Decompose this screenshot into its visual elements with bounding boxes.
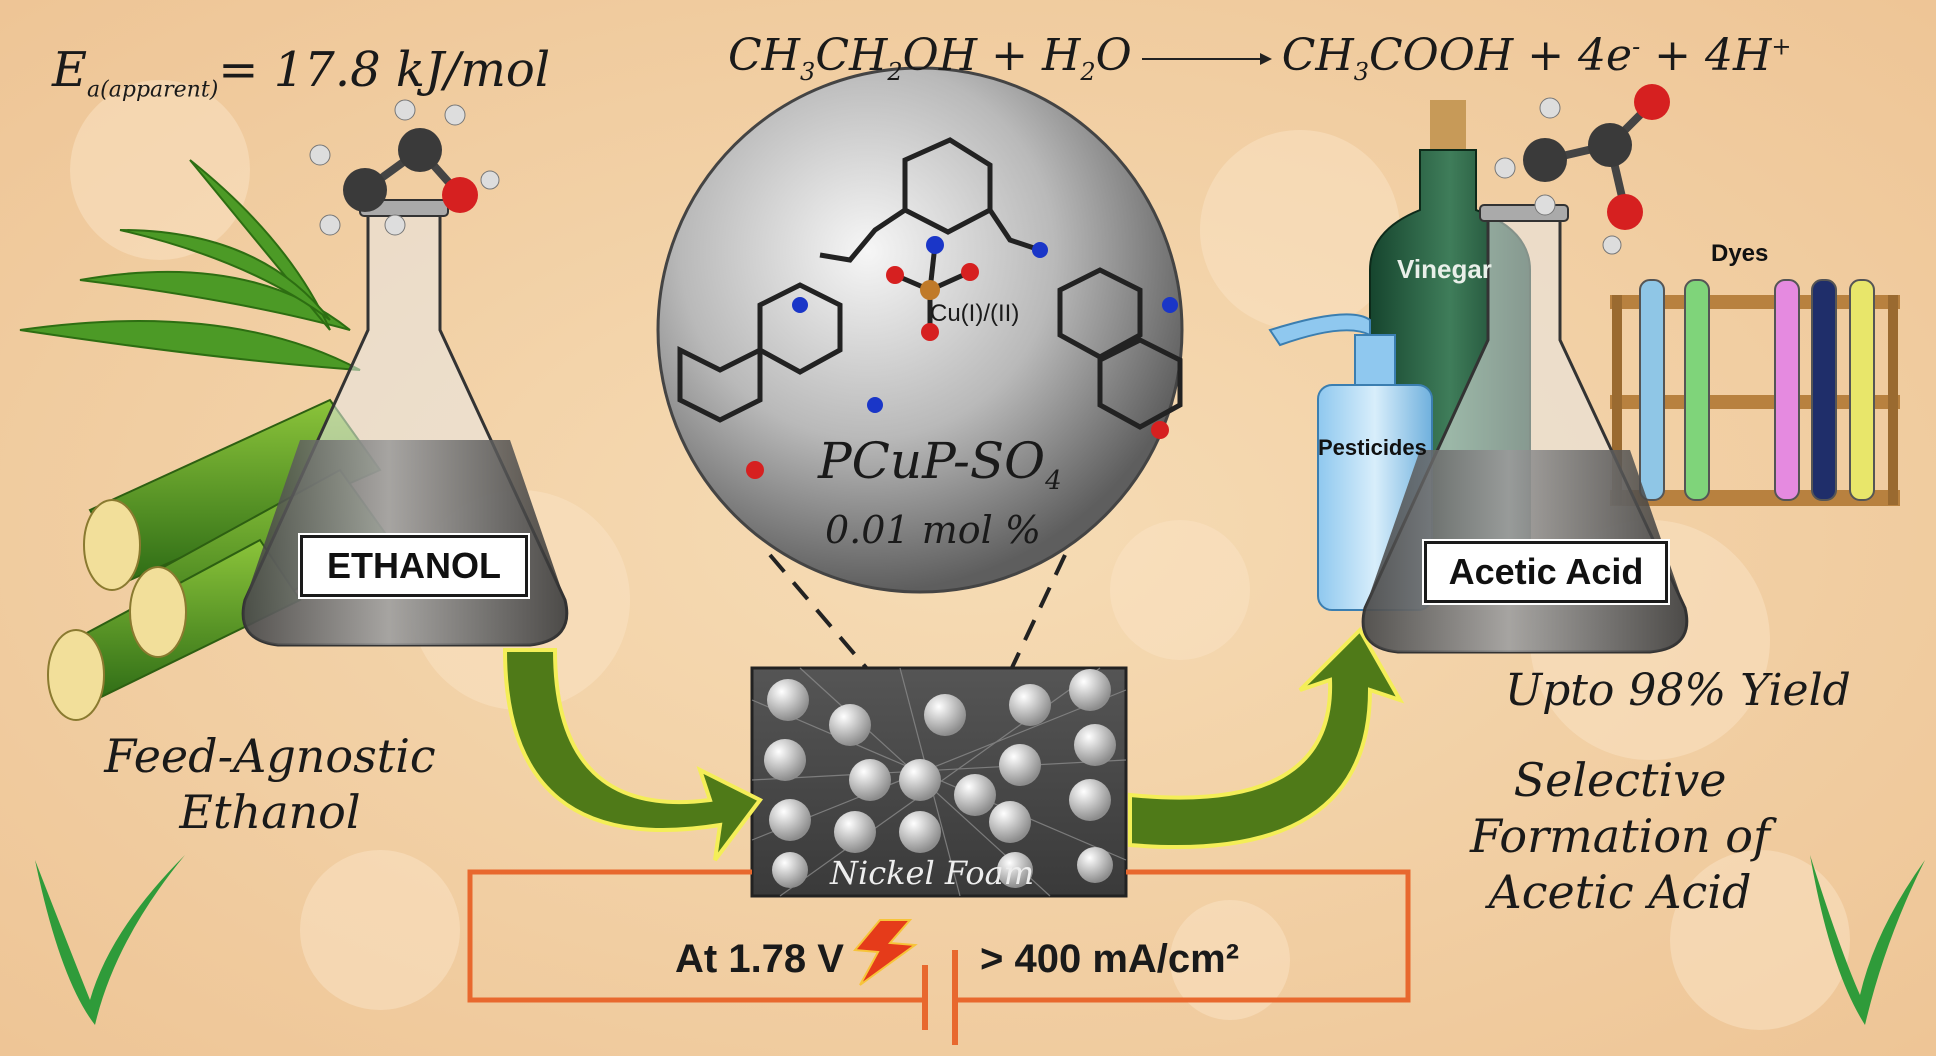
eq-sup: - — [1632, 32, 1641, 61]
circuit-wire — [467, 869, 1411, 1003]
selective-line1: Selective — [1513, 753, 1727, 807]
yield-label: Upto 98% Yield — [1505, 665, 1851, 716]
feed-caption-line1: Feed-Agnostic — [104, 729, 436, 783]
eq-part: CH — [1281, 30, 1354, 81]
activation-energy-value: = 17.8 kJ/mol — [218, 42, 551, 98]
eq-plus: + — [977, 30, 1042, 81]
activation-energy: Ea(apparent)= 17.8 kJ/mol — [52, 42, 550, 103]
eq-part: + 4e — [1513, 30, 1633, 81]
dye-rack — [1610, 279, 1900, 506]
eq-sub: 2 — [1080, 57, 1096, 86]
feed-caption-line2: Ethanol — [179, 785, 361, 839]
catalyst-sphere — [656, 66, 1184, 594]
eq-part: + 4H — [1640, 30, 1772, 81]
catalyst-atoms — [746, 236, 1178, 479]
eq-sub: 3 — [800, 57, 816, 86]
eq-part: CH — [815, 30, 888, 81]
eq-sup: + — [1771, 32, 1792, 61]
reaction-arrow — [1141, 52, 1272, 65]
right-check-leaf — [1810, 855, 1925, 1025]
vinegar-label: Vinegar — [1397, 254, 1492, 284]
metal-center-label: Cu(I)/(II) — [930, 300, 1020, 327]
eq-part: H — [1041, 30, 1081, 81]
dyes-label: Dyes — [1711, 240, 1769, 267]
voltage-label: At 1.78 V — [675, 937, 844, 981]
selective-line3: Acetic Acid — [1488, 865, 1752, 919]
left-check-leaf — [35, 855, 185, 1025]
eq-sub: 2 — [887, 57, 903, 86]
lightning-icon — [853, 919, 918, 986]
foam-pores — [764, 669, 1116, 888]
ethanol-molecule — [309, 99, 500, 236]
catalyst-name-sub: 4 — [1045, 466, 1062, 496]
acetic-acid-molecule — [1494, 84, 1670, 255]
selective-line2: Formation of — [1470, 809, 1770, 863]
eq-part: O — [1095, 30, 1132, 81]
acetic-acid-label: Acetic Acid — [1424, 541, 1668, 603]
current-density-label: > 400 mA/cm² — [980, 937, 1240, 981]
eq-part: CH — [728, 30, 801, 81]
nickel-foam-label: Nickel Foam — [830, 854, 1035, 892]
eq-sub: 3 — [1353, 57, 1370, 86]
eq-part: COOH — [1369, 30, 1514, 81]
activation-energy-subscript: a(apparent) — [87, 77, 219, 103]
activation-energy-symbol: E — [52, 42, 88, 98]
ethanol-label: ETHANOL — [300, 535, 528, 597]
catalyst-name-main: PCuP-SO — [818, 432, 1046, 490]
catalyst-name: PCuP-SO4 — [818, 432, 1062, 496]
sugarcane-leaves — [19, 159, 361, 371]
catalyst-loading: 0.01 mol % — [825, 508, 1041, 552]
left-curved-arrow — [502, 648, 764, 862]
eq-part: OH — [902, 30, 978, 81]
battery-icon — [922, 950, 958, 1045]
pesticides-label: Pesticides — [1318, 435, 1427, 460]
right-curved-arrow — [1128, 626, 1405, 850]
